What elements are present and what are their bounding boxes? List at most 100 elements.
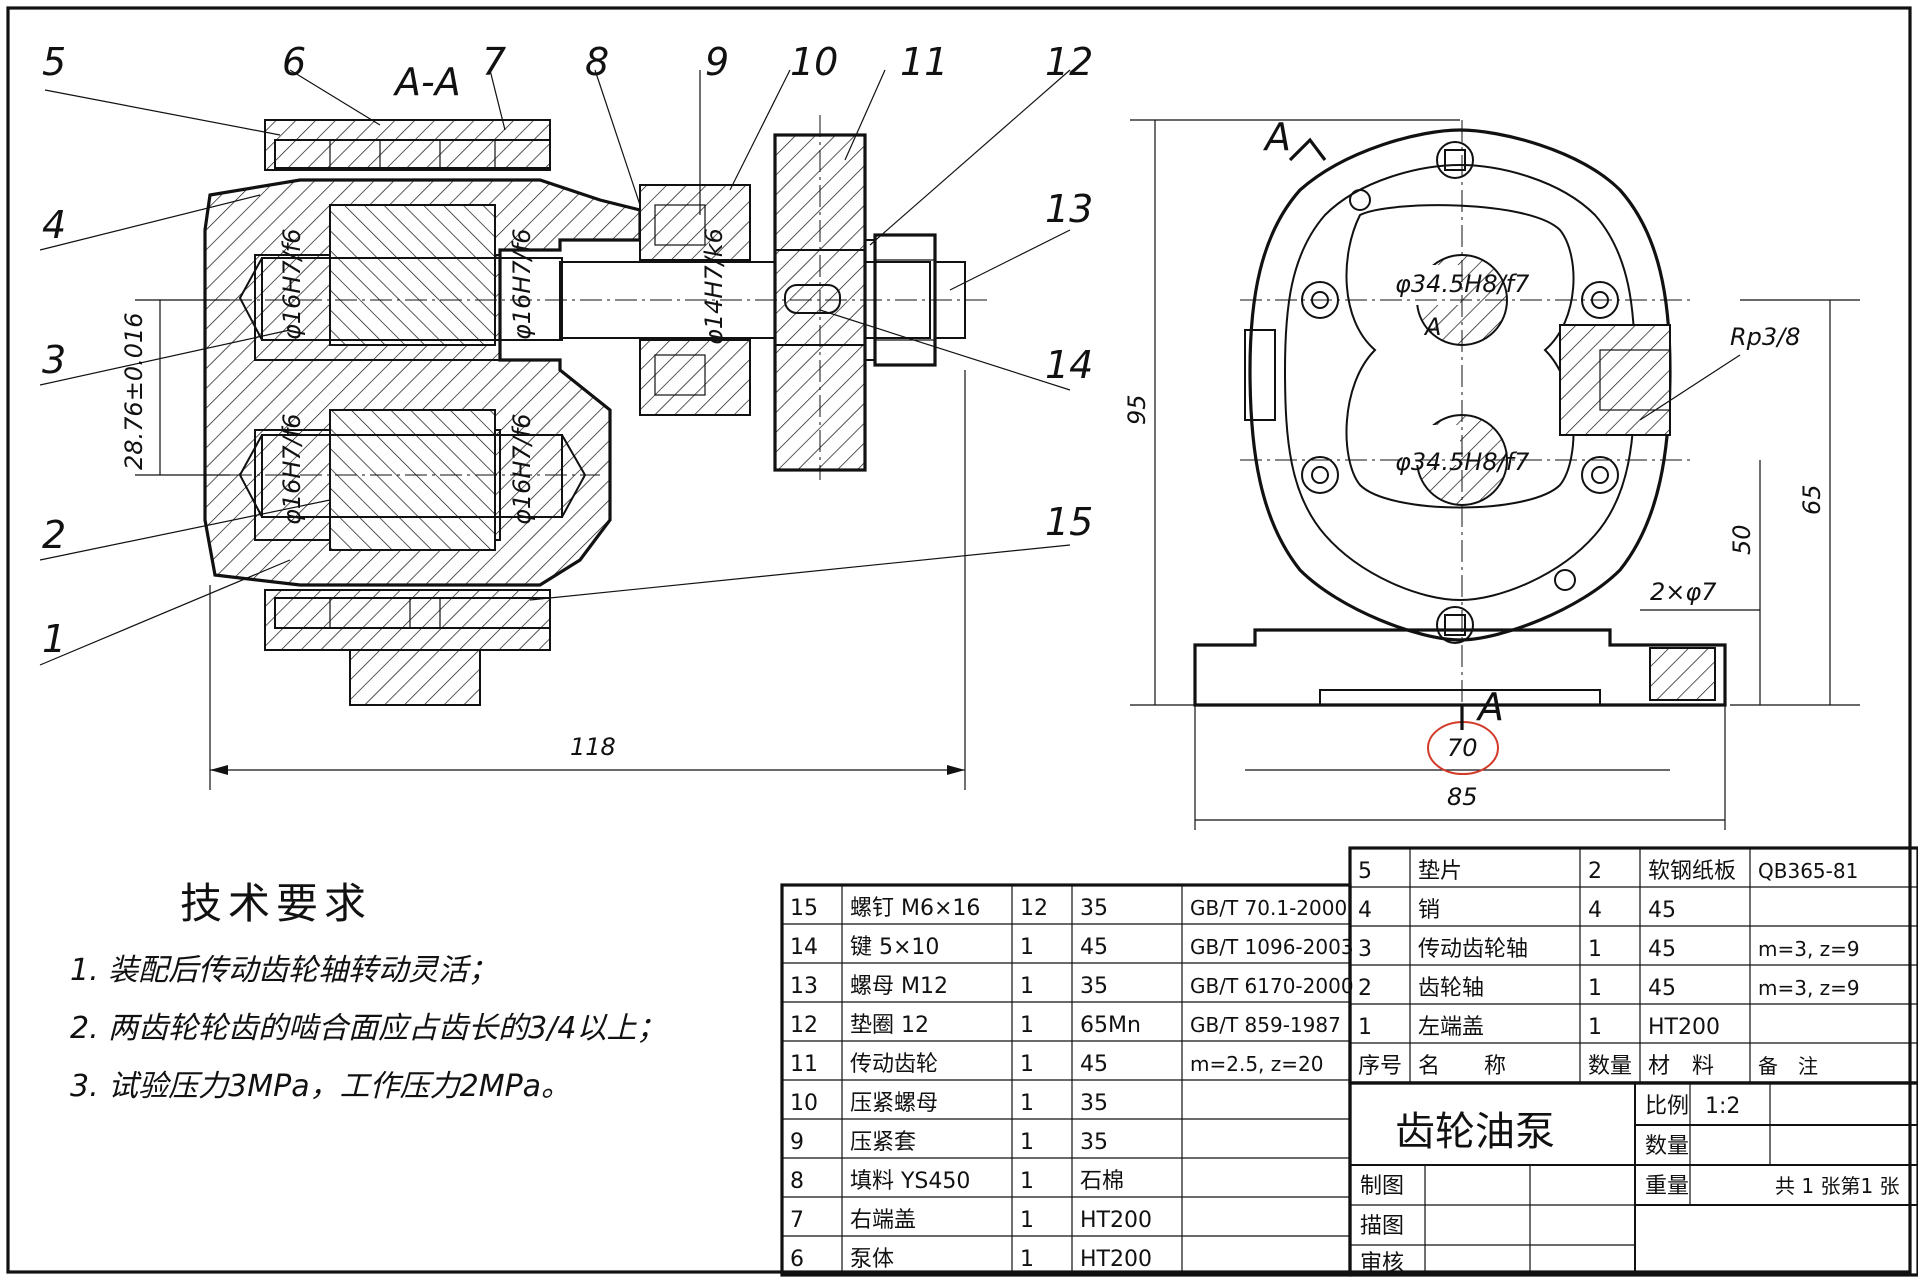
parts-cell-material: HT200 bbox=[1648, 1015, 1720, 1040]
callout-2: 2 bbox=[42, 513, 66, 557]
drawn-label: 制图 bbox=[1360, 1174, 1404, 1199]
parts-cell-qty: 4 bbox=[1588, 898, 1602, 923]
scale-value: 1:2 bbox=[1705, 1094, 1740, 1119]
parts-cell-no: 12 bbox=[790, 1013, 818, 1038]
callout-12: 12 bbox=[1045, 40, 1093, 84]
parts-cell-material: 35 bbox=[1080, 896, 1108, 921]
parts-cell-no: 7 bbox=[790, 1208, 804, 1233]
parts-cell-material: 45 bbox=[1648, 898, 1676, 923]
callout-7: 7 bbox=[482, 40, 506, 84]
parts-cell-no: 14 bbox=[790, 935, 818, 960]
parts-cell-material: 石棉 bbox=[1080, 1169, 1124, 1194]
requirement-item: 1. 装配后传动齿轮轴转动灵活； bbox=[70, 953, 499, 988]
fit-bore: φ34.5H8/f7 bbox=[1395, 448, 1530, 476]
parts-header-cell: 备 注 bbox=[1758, 1054, 1818, 1078]
view-marker: A bbox=[1423, 313, 1441, 341]
parts-cell-name: 压紧螺母 bbox=[850, 1091, 938, 1116]
parts-cell-note: GB/T 1096-2003 bbox=[1190, 935, 1354, 959]
parts-cell-qty: 1 bbox=[1020, 1169, 1034, 1194]
callout-6: 6 bbox=[282, 40, 306, 84]
parts-cell-no: 11 bbox=[790, 1052, 818, 1077]
parts-cell-note: GB/T 6170-2000 bbox=[1190, 974, 1354, 998]
parts-cell-name: 填料 YS450 bbox=[850, 1169, 970, 1194]
parts-cell-note: m=2.5, z=20 bbox=[1190, 1052, 1323, 1076]
parts-cell-qty: 1 bbox=[1020, 974, 1034, 999]
parts-cell-material: 45 bbox=[1080, 1052, 1108, 1077]
callout-4: 4 bbox=[42, 203, 66, 247]
parts-cell-no: 1 bbox=[1358, 1015, 1372, 1040]
parts-cell-qty: 1 bbox=[1020, 1130, 1034, 1155]
parts-cell-name: 泵体 bbox=[850, 1247, 894, 1272]
parts-cell-qty: 1 bbox=[1020, 1052, 1034, 1077]
parts-cell-material: 软钢纸板 bbox=[1648, 859, 1736, 884]
dim-center-distance: 28.76±0.016 bbox=[120, 312, 148, 470]
technical-requirements: 技术要求 1. 装配后传动齿轮轴转动灵活； 2. 两齿轮轮齿的啮合面应占齿长的3… bbox=[70, 870, 770, 1119]
thread-label: Rp3/8 bbox=[1730, 323, 1801, 351]
parts-cell-qty: 1 bbox=[1020, 935, 1034, 960]
dim-height-65: 65 bbox=[1798, 484, 1826, 515]
parts-cell-name: 压紧套 bbox=[850, 1130, 916, 1155]
dim-width-70: 70 bbox=[1447, 734, 1478, 762]
weight-label: 重量 bbox=[1645, 1174, 1689, 1199]
parts-cell-no: 9 bbox=[790, 1130, 804, 1155]
parts-cell-no: 8 bbox=[790, 1169, 804, 1194]
fit-label: φ16H7/f6 bbox=[508, 229, 536, 341]
parts-cell-material: 45 bbox=[1080, 935, 1108, 960]
dim-width-85: 85 bbox=[1447, 783, 1478, 811]
parts-cell-name: 螺钉 M6×16 bbox=[850, 896, 980, 921]
callout-11: 11 bbox=[900, 40, 948, 84]
callout-15: 15 bbox=[1045, 500, 1093, 544]
parts-cell-qty: 1 bbox=[1020, 1013, 1034, 1038]
fit-bore: φ34.5H8/f7 bbox=[1395, 270, 1530, 298]
parts-cell-name: 右端盖 bbox=[850, 1208, 916, 1233]
dim-height-95: 95 bbox=[1123, 394, 1151, 425]
parts-header-cell: 序号 bbox=[1358, 1054, 1402, 1079]
parts-cell-material: 45 bbox=[1648, 937, 1676, 962]
callout-1: 1 bbox=[42, 617, 66, 661]
parts-cell-material: 65Mn bbox=[1080, 1013, 1141, 1038]
parts-cell-name: 左端盖 bbox=[1418, 1015, 1484, 1040]
sheet-label: 共 1 张第1 张 bbox=[1775, 1174, 1900, 1198]
view-marker: A bbox=[1262, 115, 1291, 159]
parts-cell-note: GB/T 859-1987 bbox=[1190, 1013, 1341, 1037]
requirements-heading: 技术要求 bbox=[180, 879, 373, 928]
section-label: A-A bbox=[392, 60, 461, 104]
parts-cell-name: 销 bbox=[1418, 898, 1440, 923]
parts-cell-no: 6 bbox=[790, 1247, 804, 1272]
parts-cell-no: 13 bbox=[790, 974, 818, 999]
parts-cell-material: 35 bbox=[1080, 1130, 1108, 1155]
parts-cell-qty: 1 bbox=[1588, 1015, 1602, 1040]
parts-cell-material: 35 bbox=[1080, 1091, 1108, 1116]
fit-label: φ14H7/k6 bbox=[700, 228, 728, 345]
parts-cell-material: 35 bbox=[1080, 974, 1108, 999]
parts-header-cell: 数量 bbox=[1588, 1054, 1632, 1079]
parts-cell-name: 齿轮轴 bbox=[1418, 976, 1484, 1001]
callout-10: 10 bbox=[790, 40, 838, 84]
parts-cell-qty: 1 bbox=[1588, 937, 1602, 962]
parts-cell-no: 15 bbox=[790, 896, 818, 921]
parts-header-cell: 名 称 bbox=[1418, 1054, 1506, 1079]
parts-cell-no: 3 bbox=[1358, 937, 1372, 962]
parts-cell-no: 4 bbox=[1358, 898, 1372, 923]
parts-cell-note: m=3, z=9 bbox=[1758, 976, 1860, 1000]
callout-8: 8 bbox=[585, 40, 609, 84]
view-marker: A bbox=[1475, 685, 1504, 729]
parts-cell-qty: 1 bbox=[1588, 976, 1602, 1001]
parts-cell-note: GB/T 70.1-2000 bbox=[1190, 896, 1347, 920]
requirement-item: 3. 试验压力3MPa，工作压力2MPa。 bbox=[70, 1069, 572, 1104]
title-block-title: 齿轮油泵 bbox=[1395, 1109, 1555, 1155]
parts-cell-name: 传动齿轮轴 bbox=[1418, 937, 1528, 962]
holes-label: 2×φ7 bbox=[1650, 578, 1717, 606]
traced-label: 描图 bbox=[1360, 1214, 1404, 1239]
parts-cell-note: m=3, z=9 bbox=[1758, 937, 1860, 961]
callout-3: 3 bbox=[42, 338, 66, 382]
parts-cell-name: 传动齿轮 bbox=[850, 1052, 938, 1077]
parts-header-cell: 材 料 bbox=[1648, 1054, 1714, 1079]
parts-cell-name: 键 5×10 bbox=[850, 935, 939, 960]
dim-height-50: 50 bbox=[1728, 524, 1756, 555]
fit-label: φ16H7/f6 bbox=[278, 229, 306, 341]
callout-13: 13 bbox=[1045, 187, 1093, 231]
parts-cell-name: 螺母 M12 bbox=[850, 974, 948, 999]
